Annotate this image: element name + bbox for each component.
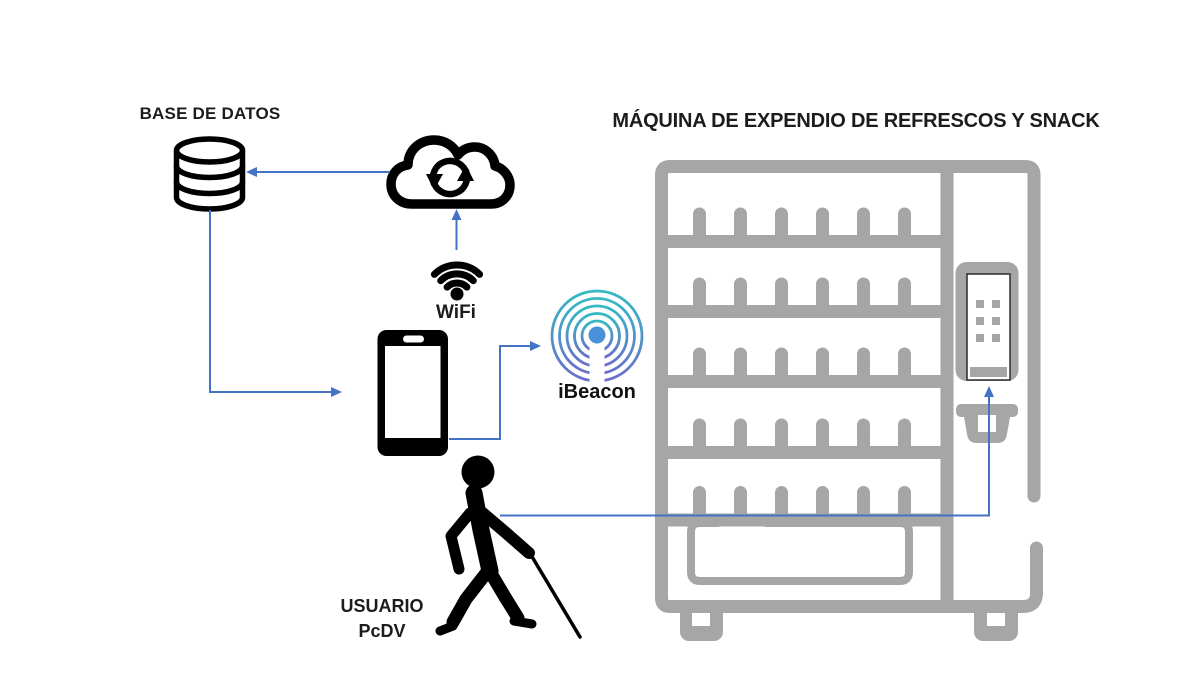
product-slot xyxy=(734,277,747,312)
connector-wifi-to-cloud xyxy=(451,209,462,250)
wifi-icon xyxy=(430,261,484,301)
user-label: USUARIO PcDV xyxy=(318,594,446,644)
product-slot xyxy=(816,277,829,312)
connector-cloud-to-database xyxy=(246,167,390,177)
coin-return-icon[interactable] xyxy=(956,404,1018,443)
product-slot xyxy=(775,207,788,242)
product-slot xyxy=(693,418,706,453)
product-slot xyxy=(775,486,788,520)
product-slot xyxy=(857,418,870,453)
product-slot xyxy=(693,207,706,242)
product-slot xyxy=(816,347,829,382)
product-slot xyxy=(693,486,706,520)
ibeacon-icon xyxy=(550,289,644,383)
database-icon xyxy=(173,136,246,212)
product-slot xyxy=(857,347,870,382)
blind-user-icon xyxy=(435,455,582,639)
machine-products xyxy=(693,207,911,520)
product-slot xyxy=(857,486,870,520)
product-slot xyxy=(898,418,911,453)
smartphone-icon xyxy=(377,330,448,456)
sync-arrows-icon xyxy=(426,157,474,198)
product-slot xyxy=(898,347,911,382)
product-slot xyxy=(898,207,911,242)
connector-user-to-keypad xyxy=(500,386,994,517)
product-slot xyxy=(693,277,706,312)
product-slot xyxy=(734,347,747,382)
product-slot xyxy=(898,277,911,312)
product-slot xyxy=(816,418,829,453)
user-label-line2: PcDV xyxy=(358,621,406,641)
product-slot xyxy=(775,418,788,453)
product-slot xyxy=(898,486,911,520)
product-slot xyxy=(857,277,870,312)
product-slot xyxy=(734,486,747,520)
product-slot xyxy=(816,207,829,242)
white-cane xyxy=(529,553,582,639)
ibeacon-center-dot xyxy=(588,326,606,344)
connector-smartphone-to-ibeacon xyxy=(449,341,541,440)
wifi-label: WiFi xyxy=(436,302,476,323)
product-slot xyxy=(734,207,747,242)
product-slot xyxy=(857,207,870,242)
dispenser-tray-icon xyxy=(687,519,913,585)
product-slot xyxy=(816,486,829,520)
cloud-sync-icon xyxy=(386,135,515,209)
product-slot xyxy=(775,277,788,312)
keypad-icon[interactable] xyxy=(955,262,1019,381)
database-label: BASE DE DATOS xyxy=(139,104,281,123)
ibeacon-label: iBeacon xyxy=(558,381,636,403)
machine-body-outline xyxy=(655,160,1043,613)
product-slot xyxy=(693,347,706,382)
user-label-line1: USUARIO xyxy=(340,596,424,616)
machine-title: MÁQUINA DE EXPENDIO DE REFRESCOS Y SNACK xyxy=(612,110,1100,132)
connector-database-to-smartphone xyxy=(209,210,342,397)
product-slot xyxy=(734,418,747,453)
vending-machine-icon xyxy=(655,160,1043,641)
product-slot xyxy=(775,347,788,382)
